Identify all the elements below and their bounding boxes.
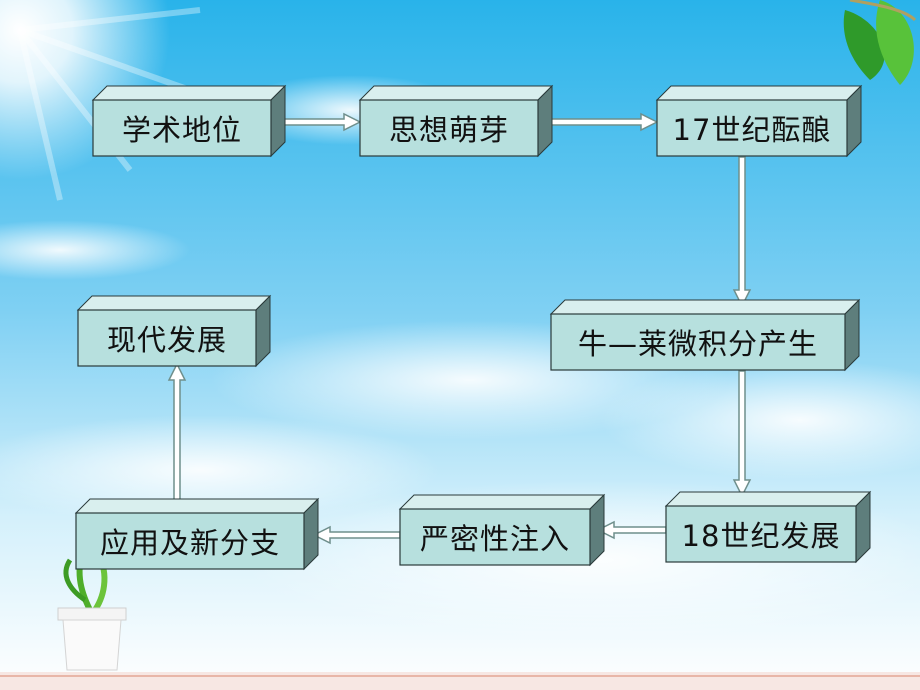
arrows-layer	[167, 112, 752, 545]
node-label-newton-leibniz-calculus: 牛—莱微积分产生	[577, 327, 818, 361]
node-box-n5	[664, 490, 872, 564]
node-label-academic-status: 学术地位	[121, 113, 242, 147]
arrow-n2-n3	[547, 112, 659, 132]
node-box-n1	[91, 84, 287, 158]
arrow-n5-n6	[596, 520, 667, 540]
arrow-n4-n5	[732, 370, 752, 498]
node-label-rigor-introduced: 严密性注入	[419, 522, 570, 556]
node-box-n3	[655, 84, 863, 158]
leaf-decoration-icon	[843, 0, 917, 85]
node-box-n6	[398, 493, 606, 567]
node-box-n2	[358, 84, 554, 158]
node-label-idea-germination: 思想萌芽	[388, 113, 509, 147]
node-box-n7	[74, 497, 320, 571]
node-label-applications-new-branches: 应用及新分支	[99, 526, 280, 560]
node-label-18th-century: 18世纪发展	[681, 519, 841, 553]
boxes-layer	[74, 84, 872, 571]
arrow-n6-n7	[312, 525, 401, 545]
node-label-17th-century: 17世纪酝酿	[672, 113, 832, 147]
arrow-n7-n8	[167, 362, 187, 507]
node-box-n4	[549, 298, 861, 372]
node-label-modern-development: 现代发展	[106, 323, 227, 357]
arrow-n3-n4	[732, 156, 752, 308]
arrow-n1-n2	[276, 112, 362, 132]
node-box-n8	[76, 294, 272, 368]
